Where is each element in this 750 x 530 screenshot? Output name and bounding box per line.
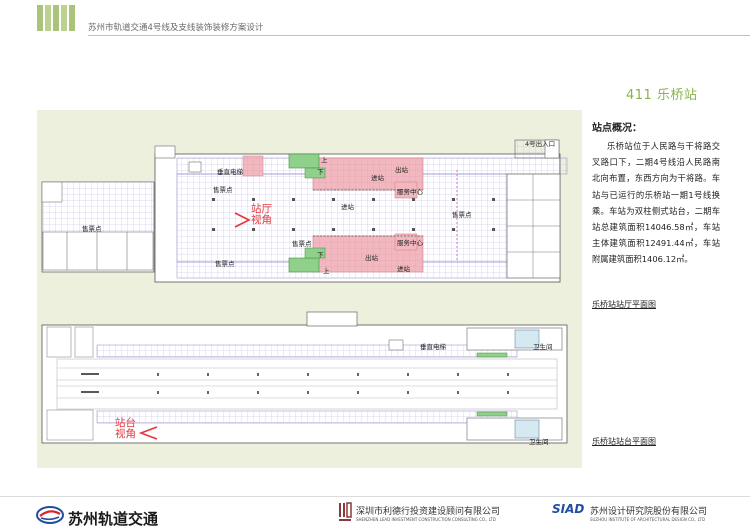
label-up-top: 上	[321, 156, 328, 164]
track-zone	[56, 358, 558, 410]
logo-bar	[37, 5, 43, 31]
stair-top	[288, 153, 320, 169]
label-platform-viewpoint: 站台 视角	[115, 417, 136, 440]
floor-plans	[41, 139, 568, 444]
overview-body: 乐桥站位于人民路与干将路交叉路口下，二期4号线沿人民路南北向布置，东西方向为干将…	[592, 141, 720, 265]
label-entry-mid: 进站	[341, 203, 354, 211]
suzhou-metro-logo-icon	[36, 506, 64, 524]
label-ticket-top: 售票点	[213, 186, 233, 194]
track-ties	[157, 373, 509, 394]
platform-plan	[41, 311, 568, 444]
plan-panel: 4号出入口 垂直电梯 售票点 售票点 售票点 出站 进站 服务中心 进站 售票点…	[37, 110, 582, 468]
footer-company1: 深圳市利德行投资建设顾问有限公司	[356, 507, 501, 517]
logo-bar	[45, 5, 51, 31]
label-restroom-top: 卫生间	[533, 343, 553, 351]
platform-viewpoint-arrow	[138, 426, 158, 440]
label-ticket-bottom-left: 售票点	[292, 240, 312, 248]
caption-concourse: 乐桥站站厅平面图	[592, 300, 656, 309]
label-entry-top: 进站	[371, 174, 384, 182]
label-concourse-viewpoint: 站厅 视角	[251, 203, 272, 226]
label-concourse-elevator: 垂直电梯	[217, 168, 243, 176]
overview-panel	[582, 110, 730, 468]
label-up-bottom: 上	[323, 267, 330, 275]
platform-south	[96, 410, 518, 424]
label-service-top: 服务中心	[397, 188, 423, 196]
label-platform-elevator: 垂直电梯	[420, 343, 446, 351]
label-exit-top: 出站	[395, 166, 408, 174]
label-service-bottom: 服务中心	[397, 239, 423, 247]
footer-company1-en: SHENZHEN LEAD INVESTMENT CONSTRUCTION CO…	[356, 517, 496, 522]
footer-brand: 苏州轨道交通	[68, 510, 159, 528]
label-exit-bottom: 出站	[365, 254, 378, 262]
column-grid	[212, 198, 495, 231]
label-restroom-bottom: 卫生间	[529, 438, 549, 446]
label-ticket-right: 售票点	[452, 211, 472, 219]
logo-bar	[53, 5, 59, 31]
stair-bottom	[288, 257, 320, 273]
station-title: 411 乐桥站	[626, 88, 698, 103]
header-divider	[88, 35, 750, 36]
label-entry-bottom: 进站	[397, 265, 410, 273]
label-ticket-bottom: 售票点	[215, 260, 235, 268]
label-down-top: 下	[317, 168, 324, 176]
footer-divider	[0, 496, 750, 497]
logo-bar	[69, 5, 75, 31]
lead-logo-icon	[339, 502, 352, 521]
footer-company2: 苏州设计研究院股份有限公司	[590, 507, 708, 517]
overview-heading: 站点概况：	[592, 123, 642, 134]
label-ticket-left: 售票点	[82, 225, 102, 233]
logo-bar	[61, 5, 67, 31]
west-lower-rooms	[42, 231, 154, 271]
siad-mark: SIAD	[552, 502, 585, 516]
footer-company2-en: SUZHOU INSTITUTE OF ARCHITECTURAL DESIGN…	[590, 517, 705, 522]
label-down-bottom: 下	[317, 251, 324, 259]
caption-platform: 乐桥站站台平面图	[592, 437, 656, 446]
platform-north	[96, 344, 518, 358]
concourse-plan	[41, 139, 568, 283]
header-title: 苏州市轨道交通4号线及支线装饰装修方案设计	[88, 23, 264, 33]
label-exit4: 4号出入口	[525, 140, 556, 148]
concourse-viewpoint-arrow	[234, 212, 251, 228]
